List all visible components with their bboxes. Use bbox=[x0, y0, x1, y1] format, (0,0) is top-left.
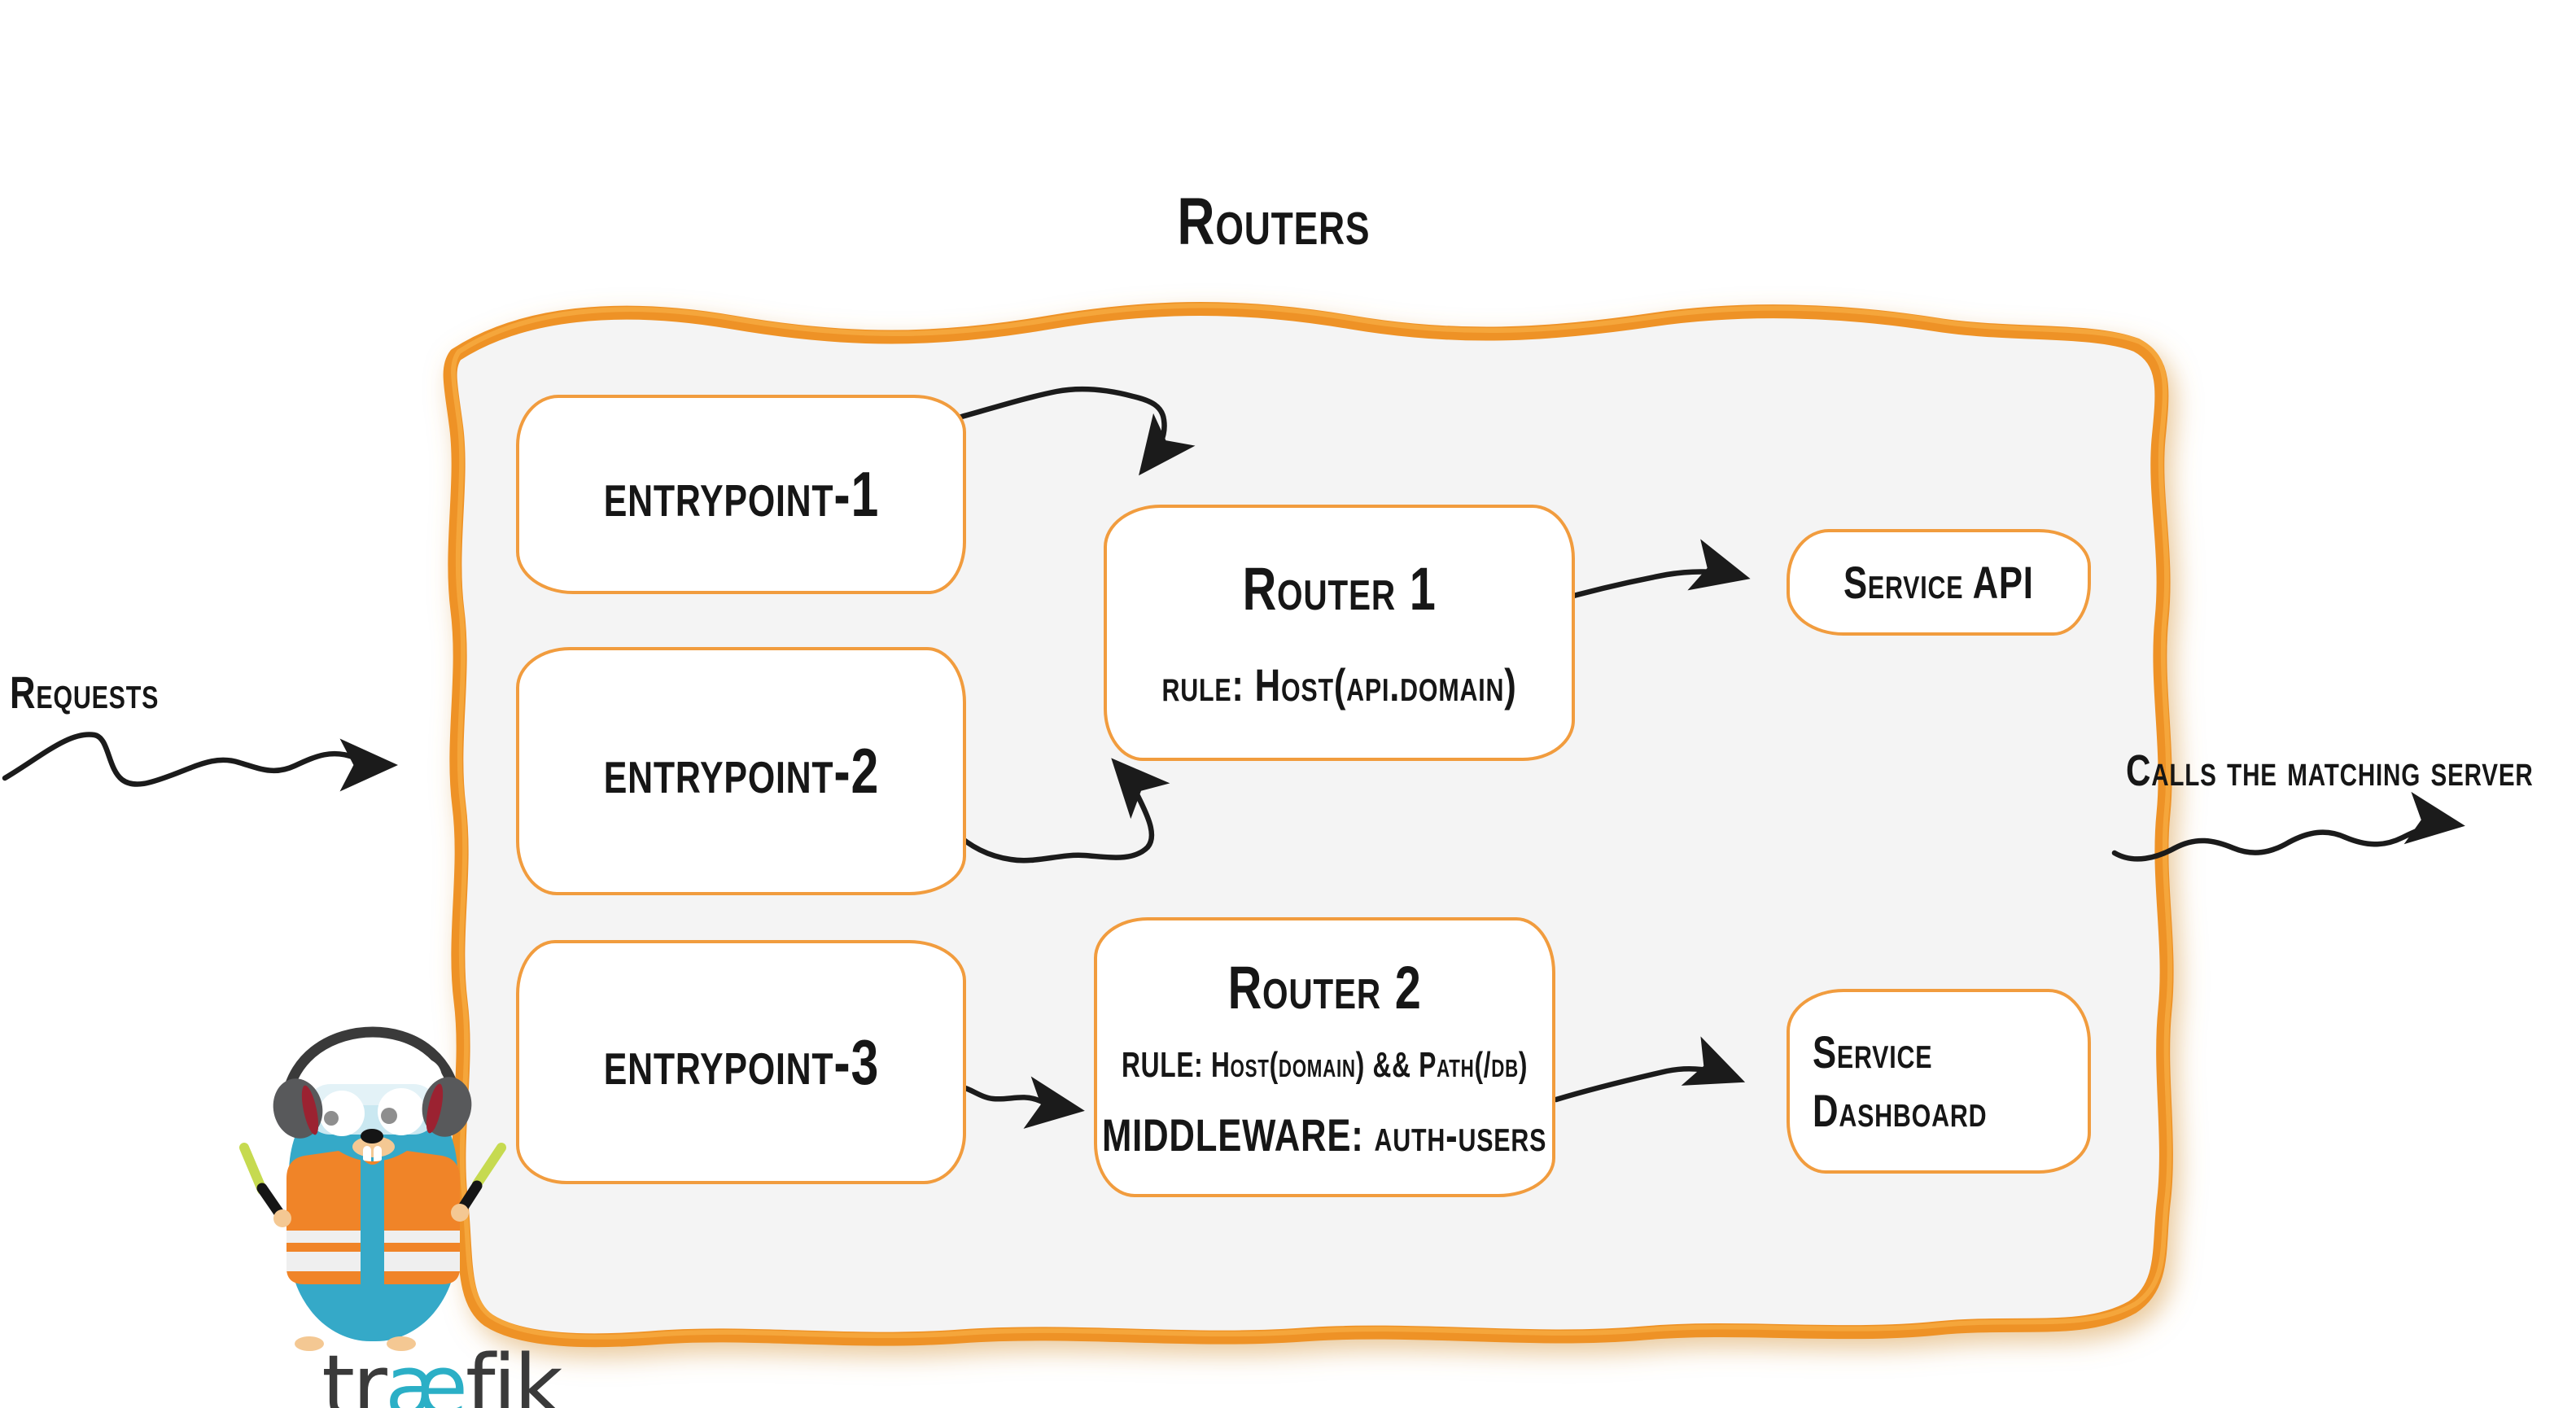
arrow-entrypoint3-router2 bbox=[949, 1076, 1085, 1129]
gopher-headphone-band bbox=[281, 1026, 461, 1106]
entrypoint-3-label: entrypoint-3 bbox=[603, 1025, 879, 1098]
arrow-router1-serviceapi bbox=[1550, 539, 1751, 605]
arrow-calls-out bbox=[2111, 791, 2465, 862]
arrow-entrypoint1-router1 bbox=[952, 386, 1196, 476]
gopher-earcup-right-trim bbox=[426, 1083, 444, 1134]
service-dashboard-label-line2: Dashboard bbox=[1813, 1084, 1988, 1136]
router-2-box: Router 2 RULE: Host(domain) && Path(/db)… bbox=[1094, 917, 1555, 1197]
arrow-router2-servicedashboard bbox=[1553, 1036, 1746, 1103]
entrypoint-2-label: entrypoint-2 bbox=[603, 735, 879, 807]
gopher-stick-right bbox=[472, 1143, 506, 1189]
router-2-rule: RULE: Host(domain) && Path(/db) bbox=[1121, 1045, 1529, 1085]
gopher-foot-right bbox=[387, 1336, 416, 1351]
service-api-label: Service API bbox=[1843, 556, 2034, 608]
gopher-tooth-left bbox=[363, 1146, 371, 1165]
wordmark-ae: æ bbox=[384, 1336, 468, 1408]
gopher-stick-handle-right bbox=[457, 1180, 483, 1214]
entrypoint-1-label: entrypoint-1 bbox=[603, 458, 879, 530]
arrow-entrypoint2-router1 bbox=[951, 758, 1170, 864]
router-2-title: Router 2 bbox=[1227, 954, 1422, 1021]
requests-label: Requests bbox=[10, 667, 160, 718]
gopher-pupil-right bbox=[381, 1108, 397, 1124]
gopher-hand-right bbox=[451, 1204, 469, 1222]
gopher-stick-left bbox=[239, 1143, 267, 1195]
service-dashboard-box: Service Dashboard bbox=[1787, 989, 2091, 1174]
router-1-rule: rule: Host(api.domain) bbox=[1161, 659, 1517, 711]
service-api-box: Service API bbox=[1787, 529, 2091, 636]
gopher-stick-handle-left bbox=[256, 1183, 286, 1220]
gopher-pupil-left bbox=[324, 1111, 339, 1126]
wordmark-post: fik bbox=[465, 1336, 563, 1408]
page-title-text: Routers bbox=[1177, 185, 1371, 259]
router-2-middleware: MIDDLEWARE: auth-users bbox=[1102, 1109, 1547, 1161]
entrypoint-3-box: entrypoint-3 bbox=[516, 940, 966, 1184]
gopher-vest-gap bbox=[361, 1157, 384, 1284]
gopher-nose bbox=[361, 1129, 383, 1143]
traefik-gopher-logo bbox=[239, 1026, 506, 1351]
entrypoint-1-box: entrypoint-1 bbox=[516, 395, 966, 594]
gopher-foot-left bbox=[295, 1336, 324, 1351]
wordmark-pre: tr bbox=[321, 1336, 387, 1408]
arrow-requests-in bbox=[2, 732, 398, 792]
calls-label: Calls the matching server bbox=[2126, 746, 2534, 795]
gopher-earcup-left-trim bbox=[301, 1085, 319, 1135]
entrypoint-2-box: entrypoint-2 bbox=[516, 647, 966, 895]
page-title: Routers bbox=[1131, 184, 1416, 260]
router-1-title: Router 1 bbox=[1242, 555, 1437, 623]
service-dashboard-label-line1: Service bbox=[1813, 1025, 1933, 1078]
gopher-hand-left bbox=[273, 1209, 291, 1227]
router-1-box: Router 1 rule: Host(api.domain) bbox=[1104, 505, 1575, 761]
traefik-wordmark: træfik bbox=[286, 1336, 596, 1408]
